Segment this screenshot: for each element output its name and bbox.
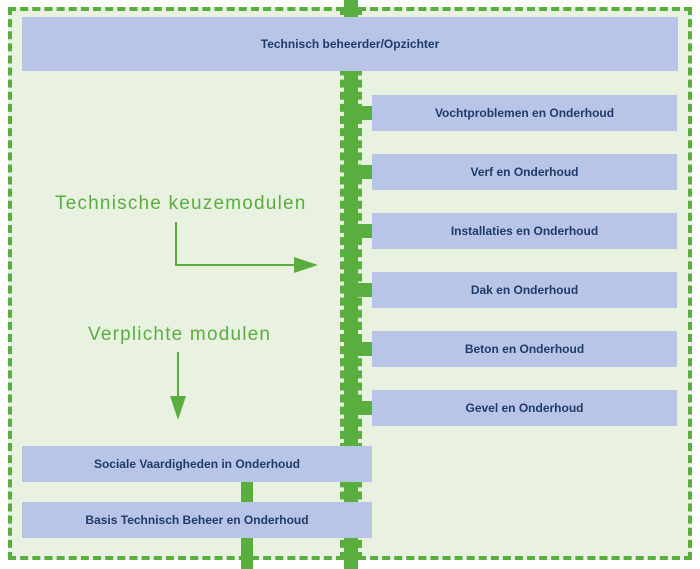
mandatory-modules-label: Verplichte modulen — [88, 324, 272, 345]
connector-tick — [358, 401, 372, 415]
module-label: Installaties en Onderhoud — [450, 224, 599, 238]
connector-tick — [358, 165, 372, 179]
technical-modules-label: Technische keuzemodulen — [55, 193, 307, 214]
module-label: Dak en Onderhoud — [470, 283, 579, 297]
mandatory-arrow-head — [170, 396, 186, 420]
connector-tick — [358, 283, 372, 297]
module-box: Beton en Onderhoud — [372, 331, 677, 367]
module-label: Beton en Onderhoud — [464, 342, 585, 356]
module-box: Vochtproblemen en Onderhoud — [372, 95, 677, 131]
mandatory-module-box: Basis Technisch Beheer en Onderhoud — [22, 502, 372, 538]
top-box: Technisch beheerder/Opzichter — [22, 17, 678, 71]
connector-tick — [358, 106, 372, 120]
mandatory-module-box: Sociale Vaardigheden in Onderhoud — [22, 446, 372, 482]
connector-tick — [358, 342, 372, 356]
technical-arrow-head — [294, 257, 318, 273]
connector-tick — [358, 224, 372, 238]
mandatory-module-label: Sociale Vaardigheden in Onderhoud — [93, 457, 301, 471]
top-box-label: Technisch beheerder/Opzichter — [260, 37, 440, 51]
mandatory-module-label: Basis Technisch Beheer en Onderhoud — [85, 513, 309, 527]
module-box: Gevel en Onderhoud — [372, 390, 677, 426]
module-box: Installaties en Onderhoud — [372, 213, 677, 249]
module-box: Verf en Onderhoud — [372, 154, 677, 190]
module-label: Verf en Onderhoud — [470, 165, 579, 179]
module-label: Vochtproblemen en Onderhoud — [434, 106, 615, 120]
module-box: Dak en Onderhoud — [372, 272, 677, 308]
module-label: Gevel en Onderhoud — [465, 401, 584, 415]
main-spine — [344, 0, 358, 569]
technical-arrow — [175, 222, 296, 266]
